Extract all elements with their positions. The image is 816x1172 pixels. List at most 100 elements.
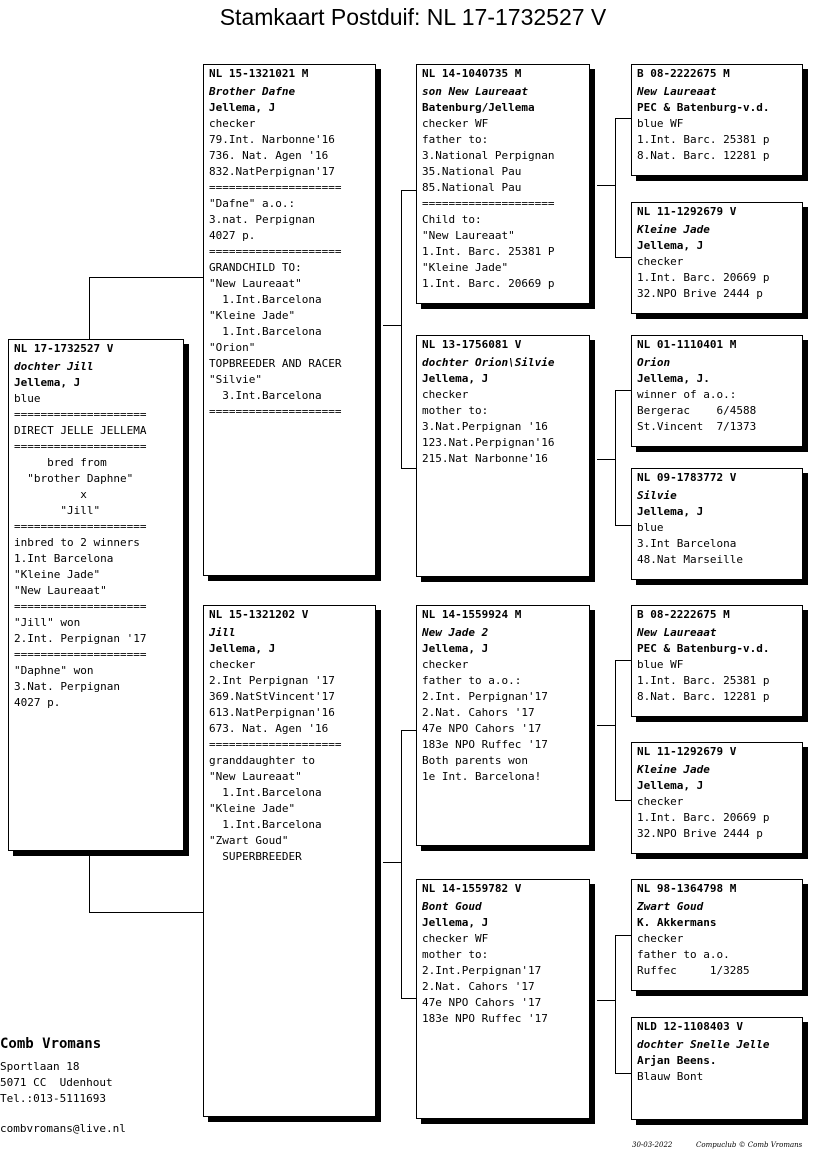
pedigree-line: father to a.o. — [637, 948, 730, 961]
pedigree-line: Both parents won — [422, 754, 528, 767]
pedigree-line: 673. Nat. Agen '16 — [209, 722, 329, 735]
pedigree-line: inbred to 2 winners — [14, 536, 140, 549]
pedigree-line: 613.NatPerpignan'16 — [209, 706, 335, 719]
pedigree-line: "Zwart Goud" — [209, 834, 289, 847]
pedigree-line: "Silvie" — [209, 373, 262, 386]
pigeon-name: New Laureaat — [637, 626, 717, 639]
pigeon-name: dochter Jill — [14, 360, 94, 373]
breeder-name: K. Akkermans — [637, 916, 717, 929]
pedigree-line: 832.NatPerpignan'17 — [209, 165, 335, 178]
pedigree-line: checker WF — [422, 117, 489, 130]
connector-dam-h — [383, 862, 401, 863]
connector-sire-h — [383, 325, 401, 326]
pigeon-name: New Laureaat — [637, 85, 717, 98]
owner-block: Comb Vromans Sportlaan 18 5071 CC Udenho… — [0, 1034, 126, 1137]
pedigree-line: "Orion" — [209, 341, 256, 354]
connector-dd-ddd — [615, 1073, 632, 1074]
pedigree-line: 8.Nat. Barc. 12281 p — [637, 690, 770, 703]
pedigree-line: 2.Int. Perpignan '17 — [14, 632, 147, 645]
pedigree-line: 183e NPO Ruffec '17 — [422, 738, 548, 751]
ring-number: NL 01-1110401 M — [637, 338, 737, 351]
pedigree-line: "Kleine Jade" — [209, 309, 296, 322]
pedigree-line: 2.Int.Perpignan'17 — [422, 964, 542, 977]
ring-number: B 08-2222675 M — [637, 608, 730, 621]
pigeon-name: Orion — [637, 356, 671, 369]
breeder-name: Jellema, J — [422, 372, 489, 385]
pigeon-name: Kleine Jade — [637, 763, 710, 776]
pedigree-line: 1.Int. Barc. 25381 P — [422, 245, 555, 258]
owner-phone: Tel.:013-5111693 — [0, 1092, 106, 1105]
pigeon-name: Zwart Goud — [637, 900, 704, 913]
pedigree-line: checker — [422, 658, 469, 671]
pedigree-line: 3.Int Barcelona — [637, 537, 737, 550]
pedigree-line: TOPBREEDER AND RACER — [209, 357, 342, 370]
pedigree-line: 47e NPO Cahors '17 — [422, 722, 542, 735]
pedigree-line: father to a.o.: — [422, 674, 522, 687]
pedigree-line: ==================== — [14, 408, 147, 421]
pigeon-name: dochter Snelle Jelle — [637, 1038, 770, 1051]
owner-address-city: 5071 CC Udenhout — [0, 1076, 113, 1089]
pedigree-line: blue WF — [637, 658, 684, 671]
connector-subject-sire-v — [89, 277, 90, 339]
pedigree-line: checker WF — [422, 932, 489, 945]
connector-ss-v — [615, 118, 616, 257]
pedigree-line: 47e NPO Cahors '17 — [422, 996, 542, 1009]
pedigree-line: 1e Int. Barcelona! — [422, 770, 542, 783]
ring-number: B 08-2222675 M — [637, 67, 730, 80]
pedigree-line: mother to: — [422, 948, 489, 961]
connector-sd-v — [615, 390, 616, 525]
pedigree-line: blue — [14, 392, 41, 405]
pedigree-line: SUPERBREEDER — [209, 850, 302, 863]
ring-number: NLD 12-1108403 V — [637, 1020, 743, 1033]
connector-dd-dds — [615, 935, 632, 936]
owner-name: Comb Vromans — [0, 1036, 102, 1052]
pedigree-line: checker — [422, 388, 469, 401]
connector-ss-sss — [615, 118, 632, 119]
connector-ds-v — [615, 660, 616, 800]
pedigree-line: granddaughter to — [209, 754, 315, 767]
ring-number: NL 09-1783772 V — [637, 471, 737, 484]
pedigree-line: St.Vincent 7/1373 — [637, 420, 757, 433]
breeder-name: Jellema, J — [422, 642, 489, 655]
ring-number: NL 17-1732527 V — [14, 342, 114, 355]
pedigree-line: ==================== — [14, 520, 147, 533]
breeder-name: Jellema, J. — [637, 372, 710, 385]
pedigree-line: 1.Int. Barc. 20669 p — [637, 811, 770, 824]
pigeon-name: Jill — [209, 626, 236, 639]
connector-ss-h — [597, 185, 615, 186]
pedigree-line: 4027 p. — [14, 696, 61, 709]
pedigree-line: "New Laureaat" — [209, 770, 302, 783]
pedigree-line: 1.Int. Barc. 20669 p — [637, 271, 770, 284]
pedigree-line: "Kleine Jade" — [209, 802, 296, 815]
pedigree-line: "Jill" won — [14, 616, 81, 629]
breeder-name: Jellema, J — [209, 101, 276, 114]
pedigree-line: 3.National Perpignan — [422, 149, 555, 162]
pedigree-line: 3.nat. Perpignan — [209, 213, 315, 226]
pedigree-line: "brother Daphne" — [14, 472, 134, 485]
pedigree-line: 123.Nat.Perpignan'16 — [422, 436, 555, 449]
pedigree-line: ==================== — [14, 600, 147, 613]
pedigree-line: 3.Nat.Perpignan '16 — [422, 420, 548, 433]
pedigree-line: 3.Int.Barcelona — [209, 389, 322, 402]
footer-credit: Compuclub © Comb Vromans — [696, 1141, 803, 1149]
breeder-name: PEC & Batenburg-v.d. — [637, 101, 770, 114]
pedigree-line: "Kleine Jade" — [422, 261, 509, 274]
breeder-name: Jellema, J — [637, 779, 704, 792]
pedigree-line: 8.Nat. Barc. 12281 p — [637, 149, 770, 162]
breeder-name: Batenburg/Jellema — [422, 101, 535, 114]
page-title: Stamkaart Postduif: NL 17-1732527 V — [219, 4, 607, 30]
pedigree-line: x — [14, 488, 87, 501]
pedigree-line: blue WF — [637, 117, 684, 130]
